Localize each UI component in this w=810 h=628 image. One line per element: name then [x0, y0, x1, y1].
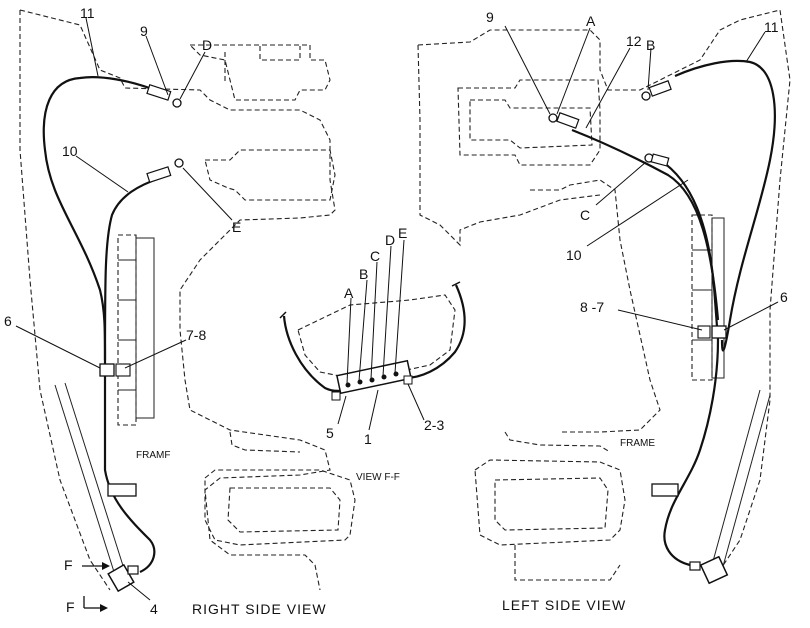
ff-callout-5: 5	[326, 425, 334, 441]
right-callout-E: E	[232, 219, 241, 235]
ff-callout-B: B	[359, 266, 368, 282]
ff-harness-left	[282, 315, 346, 392]
right-frame-step	[224, 46, 301, 82]
left-callout-A: A	[586, 13, 596, 29]
ff-tank-outline	[297, 294, 456, 381]
left-clip-8-7	[697, 325, 711, 339]
left-side-view-title: LEFT SIDE VIEW	[502, 597, 626, 613]
left-callout-10: 10	[566, 247, 582, 263]
left-connector-B	[641, 80, 672, 101]
left-lower-ridge	[504, 431, 611, 453]
right-clip-6	[99, 363, 115, 377]
right-callout-D: D	[202, 37, 212, 53]
right-clip-7-8	[115, 363, 131, 377]
right-side-view-title: RIGHT SIDE VIEW	[192, 601, 327, 617]
right-switch-4	[107, 563, 139, 593]
ff-callout-1: 1	[364, 431, 372, 447]
ff-harness-right	[404, 284, 466, 380]
left-harness-11	[674, 59, 776, 352]
left-switch	[689, 555, 729, 585]
right-outer-outline	[19, 9, 336, 591]
right-leader-6	[15, 325, 101, 369]
right-leader-E	[182, 167, 233, 221]
right-leader-7-8	[124, 339, 187, 369]
left-strut	[711, 389, 771, 571]
ff-callout-2-3: 2-3	[424, 417, 444, 433]
left-frame-lower	[474, 459, 626, 546]
right-callout-4: 4	[150, 601, 158, 617]
left-callout-B: B	[646, 37, 655, 53]
right-callout-6: 6	[4, 313, 12, 329]
right-frame-mid	[204, 149, 336, 201]
right-leader-10	[75, 155, 129, 193]
right-frame-lower-inner	[227, 487, 341, 533]
section-arrow-upper	[82, 562, 110, 570]
right-frame-rail-2	[135, 237, 155, 419]
ff-callout-E: E	[398, 225, 407, 241]
ff-terminal-block	[331, 359, 413, 401]
left-connector-9	[548, 112, 580, 129]
right-frame-upper	[188, 44, 331, 101]
left-frame-upper	[457, 79, 601, 166]
left-clip-6	[711, 325, 727, 339]
left-callout-C: C	[580, 207, 590, 223]
left-frame-upper-inner	[469, 99, 593, 149]
section-arrow-lower	[83, 596, 108, 612]
right-frame-label: FRAMF	[136, 450, 170, 461]
left-callout-12: 12	[626, 33, 642, 49]
right-leader-9	[145, 35, 169, 96]
left-connector-C	[644, 153, 670, 167]
right-callout-7-8: 7-8	[186, 327, 206, 343]
right-frame-lower	[204, 469, 356, 546]
right-side-view: 11 9 D 10 E 6 7-8 FRAMF 4 F F RIGHT SIDE…	[4, 5, 356, 617]
right-lower-ridge	[229, 431, 301, 453]
right-leader-4	[127, 581, 151, 601]
right-callout-9: 9	[140, 23, 148, 39]
left-frame-rail-2	[711, 217, 725, 379]
left-callout-6: 6	[780, 289, 788, 305]
ff-callout-D: D	[385, 232, 395, 248]
left-side-view: 9 A 12 B 11 C 10 8 -7 6 FRAME LEFT SIDE …	[417, 9, 791, 613]
view-ff: A B C D E 5 1 2-3 VIEW F-F	[279, 225, 466, 483]
right-leader-D	[179, 51, 206, 100]
right-leader-11	[85, 17, 99, 77]
ff-callout-A: A	[344, 285, 354, 301]
right-connector-9	[146, 84, 182, 108]
right-clip-lower	[107, 483, 137, 497]
left-callout-9: 9	[486, 9, 494, 25]
left-outer-outline	[417, 9, 791, 571]
right-harness-10	[103, 176, 161, 573]
right-callout-F-lower: F	[66, 599, 75, 615]
right-harness-11	[42, 76, 161, 361]
left-frame-rail	[691, 214, 713, 381]
view-ff-title: VIEW F-F	[356, 472, 400, 483]
right-frame-rail	[117, 234, 137, 426]
left-callout-8-7: 8 -7	[580, 299, 604, 315]
ff-callout-C: C	[370, 248, 380, 264]
right-callout-11: 11	[80, 5, 95, 21]
left-clip-lower	[651, 483, 679, 497]
right-connector-10	[146, 158, 184, 183]
right-callout-10: 10	[62, 143, 78, 159]
left-frame-lower-inner	[494, 477, 609, 531]
right-strut	[54, 382, 126, 576]
left-frame-label: FRAME	[620, 438, 655, 449]
left-harness-10	[659, 159, 720, 567]
right-callout-F-upper: F	[64, 557, 73, 573]
left-callout-11: 11	[764, 19, 779, 35]
